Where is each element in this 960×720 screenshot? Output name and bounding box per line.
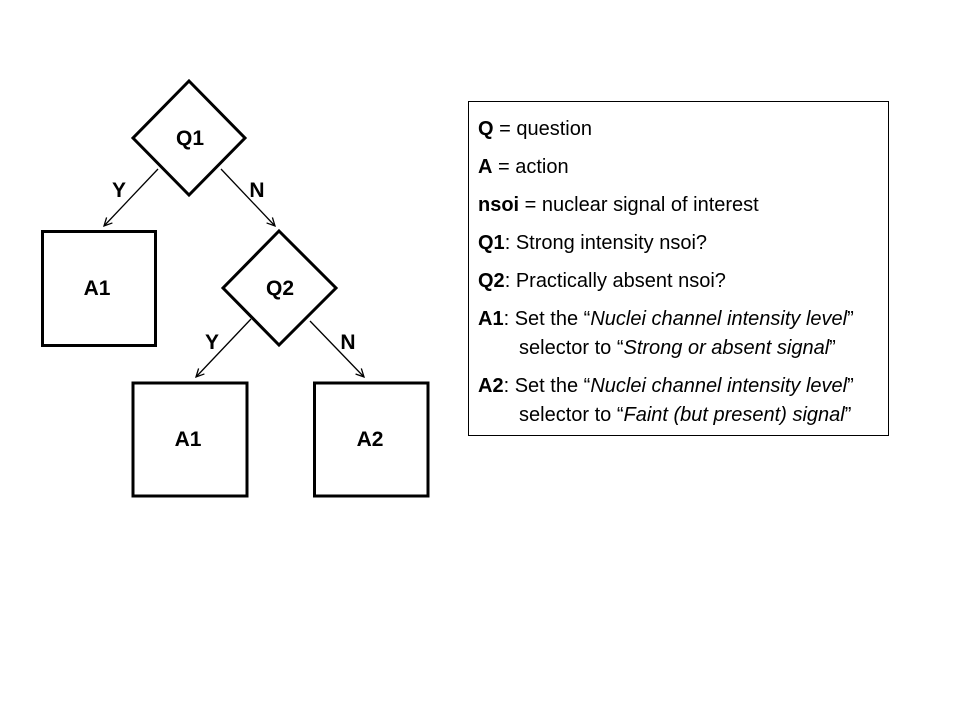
- edge-label-q1-yes: Y: [112, 179, 126, 202]
- legend-term: A: [478, 156, 493, 178]
- q1-diamond: [130, 78, 248, 198]
- legend-close-quote: ”: [847, 308, 854, 330]
- node-label-q2: Q2: [266, 277, 294, 300]
- a2-square: [313, 381, 430, 498]
- legend-definition: action: [515, 156, 569, 178]
- legend-quoted-phrase: Nuclei channel intensity level: [590, 308, 848, 330]
- node-label-q1: Q1: [176, 127, 204, 150]
- legend-term: Q: [478, 118, 494, 140]
- legend-term: A2: [478, 375, 504, 397]
- legend-close-quote: ”: [844, 404, 852, 426]
- legend-definition: selector to “: [519, 337, 624, 359]
- legend-quoted-phrase: Strong or absent signal: [623, 337, 830, 359]
- node-label-a1-top: A1: [84, 277, 111, 300]
- edge-q1-no-arrow: [220, 168, 276, 228]
- legend-separator: :: [503, 375, 515, 397]
- legend-quoted-phrase: Nuclei channel intensity level: [590, 375, 848, 397]
- legend-item-a2-line1: A2: Set the “Nuclei channel intensity le…: [478, 372, 884, 401]
- legend-definition: Practically absent nsoi?: [515, 270, 726, 292]
- legend-term: nsoi: [478, 194, 520, 216]
- legend-item-a: A = action: [478, 153, 884, 182]
- legend-item-nsoi: nsoi = nuclear signal of interest: [478, 191, 884, 220]
- a1-bottom-square: [131, 381, 249, 498]
- legend-definition: selector to “: [519, 404, 624, 426]
- edge-label-q1-no: N: [249, 179, 264, 202]
- legend-separator: =: [493, 118, 517, 140]
- legend-term: A1: [478, 308, 504, 330]
- legend-item-q: Q = question: [478, 115, 884, 144]
- legend-item-q1: Q1: Strong intensity nsoi?: [478, 229, 884, 258]
- legend-item-a1: A1: Set the “Nuclei channel intensity le…: [478, 305, 884, 363]
- a1-top-square: [41, 230, 157, 347]
- legend-definition: Set the “: [514, 375, 591, 397]
- legend-separator: :: [504, 270, 516, 292]
- edge-label-q2-yes: Y: [205, 331, 219, 354]
- legend-item-a1-line1: A1: Set the “Nuclei channel intensity le…: [478, 305, 884, 334]
- legend-quoted-phrase: Faint (but present) signal: [623, 404, 845, 426]
- legend-item-a2-line2: selector to “Faint (but present) signal”: [478, 401, 884, 430]
- legend-close-quote: ”: [829, 337, 836, 359]
- edge-label-q2-no: N: [340, 331, 355, 354]
- legend-separator: =: [519, 194, 542, 216]
- legend-item-a1-line2: selector to “Strong or absent signal”: [478, 334, 884, 363]
- edge-q2-no-arrow: [309, 320, 366, 379]
- legend-definition: Set the “: [514, 308, 591, 330]
- legend-separator: :: [503, 308, 515, 330]
- legend-item-a2: A2: Set the “Nuclei channel intensity le…: [478, 372, 884, 430]
- q2-diamond: [220, 228, 339, 348]
- legend-close-quote: ”: [847, 375, 854, 397]
- node-label-a2: A2: [357, 428, 384, 451]
- legend-term: Q2: [478, 270, 505, 292]
- legend-box: Q = question A = action nsoi = nuclear s…: [468, 101, 889, 436]
- legend-definition: Strong intensity nsoi?: [515, 232, 708, 254]
- legend-separator: :: [504, 232, 516, 254]
- edge-q2-yes-arrow: [194, 318, 252, 379]
- legend-item-q2: Q2: Practically absent nsoi?: [478, 267, 884, 296]
- legend-term: Q1: [478, 232, 505, 254]
- legend-separator: =: [492, 156, 516, 178]
- legend-definition: question: [516, 118, 592, 140]
- edge-q1-yes-arrow: [103, 168, 159, 228]
- node-label-a1-bottom: A1: [175, 428, 202, 451]
- legend-definition: nuclear signal of interest: [541, 194, 759, 216]
